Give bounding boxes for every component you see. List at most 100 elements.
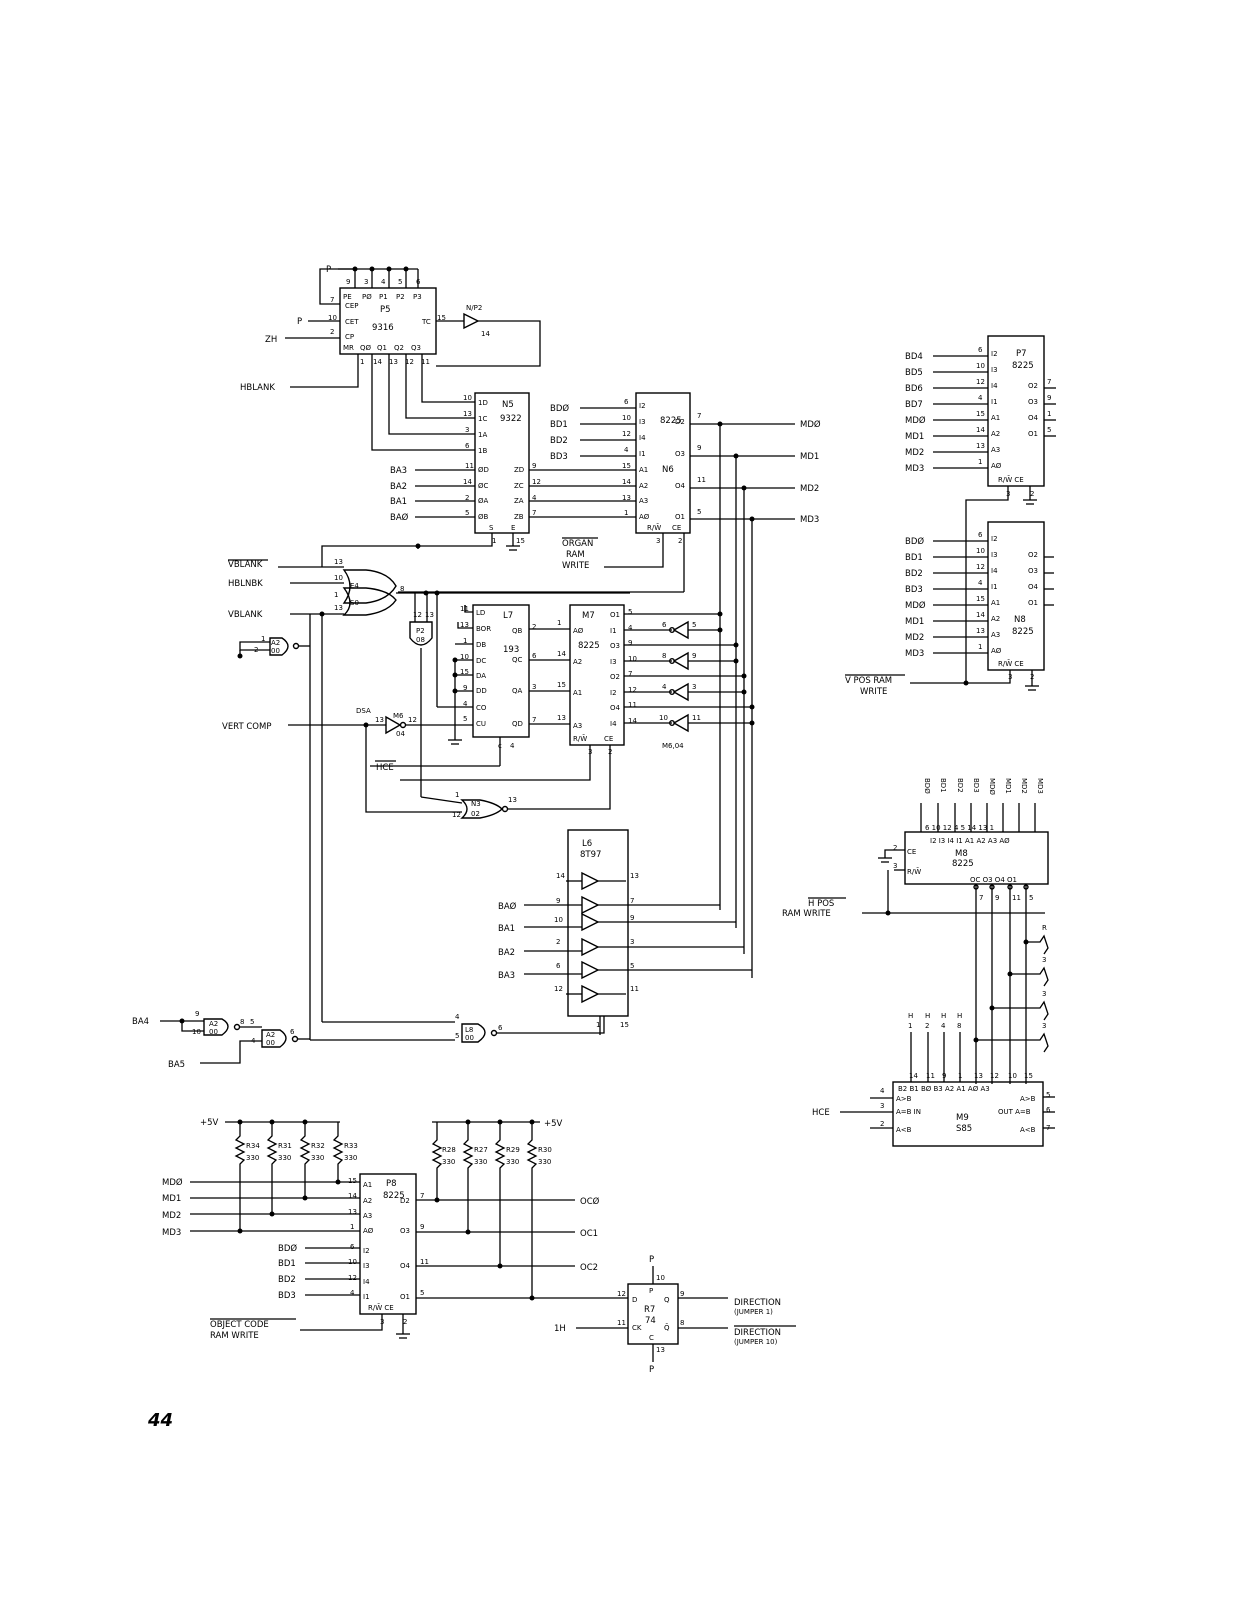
svg-text:D: D xyxy=(632,1296,637,1304)
svg-text:12: 12 xyxy=(405,358,414,366)
signal-p-cet: P xyxy=(297,317,302,327)
svg-text:3: 3 xyxy=(1042,1022,1046,1030)
chip-np2-ref: N/P2 xyxy=(466,304,482,312)
svg-text:1: 1 xyxy=(455,791,459,799)
m9-h-inputs: H H H H 1 2 4 8 xyxy=(908,1012,962,1030)
signal-p-r7-top: P xyxy=(649,1255,654,1265)
svg-text:10: 10 xyxy=(554,916,563,924)
svg-text:3: 3 xyxy=(630,938,634,946)
signal-p7-md3: MD3 xyxy=(905,464,924,474)
svg-text:PE: PE xyxy=(343,293,352,301)
svg-text:A>B: A>B xyxy=(1020,1095,1036,1103)
svg-text:DA: DA xyxy=(476,672,486,680)
svg-text:15: 15 xyxy=(976,410,985,418)
signal-bd3-n6: BD3 xyxy=(550,452,568,462)
svg-text:4: 4 xyxy=(662,683,667,691)
svg-text:OUT A=B: OUT A=B xyxy=(998,1108,1031,1116)
svg-text:13: 13 xyxy=(348,1208,357,1216)
m8-top-bd0: BDØ xyxy=(923,778,931,794)
svg-text:DC: DC xyxy=(476,657,486,665)
svg-text:9: 9 xyxy=(532,462,536,470)
signal-p8-md0: MDØ xyxy=(162,1177,183,1188)
m9-h8-a: H xyxy=(957,1012,962,1020)
svg-text:15: 15 xyxy=(976,595,985,603)
svg-text:I1: I1 xyxy=(991,583,998,591)
svg-text:7: 7 xyxy=(630,897,634,905)
svg-text:O3: O3 xyxy=(1028,398,1038,406)
svg-text:ZC: ZC xyxy=(514,482,524,490)
svg-text:QØ: QØ xyxy=(360,344,372,352)
svg-text:I1: I1 xyxy=(991,398,998,406)
signal-vblank-bar: VBLANK xyxy=(228,560,263,570)
svg-text:E: E xyxy=(511,524,515,532)
m9-h8-b: 8 xyxy=(957,1022,961,1030)
svg-text:12: 12 xyxy=(976,378,985,386)
svg-text:I2: I2 xyxy=(991,535,998,543)
signal-1h: 1H xyxy=(554,1324,566,1334)
svg-text:14: 14 xyxy=(909,1072,918,1080)
svg-text:6 10 12 4 5 14 13 1: 6 10 12 4 5 14 13 1 xyxy=(925,824,994,832)
signal-md2-out: MD2 xyxy=(800,484,819,494)
svg-text:6: 6 xyxy=(290,1028,295,1036)
svg-text:I2: I2 xyxy=(639,402,646,410)
svg-text:6: 6 xyxy=(1046,1106,1051,1114)
svg-text:13: 13 xyxy=(976,627,985,635)
svg-text:11: 11 xyxy=(1012,894,1021,902)
svg-text:3: 3 xyxy=(1042,956,1046,964)
svg-text:O2: O2 xyxy=(1028,382,1038,390)
svg-text:Q: Q xyxy=(664,1296,670,1304)
m9-h4-a: H xyxy=(941,1012,946,1020)
svg-text:Q1: Q1 xyxy=(377,344,387,352)
svg-text:1: 1 xyxy=(463,637,467,645)
svg-text:O2: O2 xyxy=(610,673,620,681)
svg-text:CE: CE xyxy=(604,735,613,743)
svg-text:3: 3 xyxy=(1042,990,1046,998)
svg-text:7: 7 xyxy=(532,716,536,724)
chip-m9-ref: M9 xyxy=(956,1113,969,1123)
chip-n3-ref: N3 xyxy=(471,800,481,808)
svg-text:A2: A2 xyxy=(363,1197,372,1205)
svg-text:9: 9 xyxy=(420,1223,424,1231)
svg-text:11: 11 xyxy=(697,476,706,484)
svg-text:1: 1 xyxy=(978,643,982,651)
svg-text:CE: CE xyxy=(672,524,681,532)
svg-text:A1: A1 xyxy=(573,689,582,697)
signal-oc2: OC2 xyxy=(580,1263,598,1273)
svg-text:1: 1 xyxy=(596,1021,600,1029)
svg-text:O4: O4 xyxy=(400,1262,411,1270)
svg-text:1: 1 xyxy=(978,458,982,466)
m8-top-labels: BDØ BD1 BD2 BD3 MDØ MD1 MD2 MD3 xyxy=(923,778,1044,795)
signal-n8-md1: MD1 xyxy=(905,617,924,627)
svg-text:A3: A3 xyxy=(639,497,648,505)
m8-top-bd1: BD1 xyxy=(939,778,947,793)
svg-text:14: 14 xyxy=(556,872,565,880)
svg-text:4: 4 xyxy=(628,624,633,632)
svg-text:5: 5 xyxy=(692,621,696,629)
svg-text:8: 8 xyxy=(680,1319,684,1327)
signal-p8-bd3: BD3 xyxy=(278,1291,296,1301)
svg-text:CK: CK xyxy=(632,1324,642,1332)
svg-text:10: 10 xyxy=(1008,1072,1017,1080)
svg-text:2: 2 xyxy=(880,1120,884,1128)
svg-text:CU: CU xyxy=(476,720,486,728)
chip-p8-ref: P8 xyxy=(386,1179,397,1189)
svg-text:10: 10 xyxy=(976,362,985,370)
chip-a2a-part: 00 xyxy=(271,647,280,655)
svg-text:I3: I3 xyxy=(363,1262,370,1270)
svg-text:3: 3 xyxy=(880,1102,884,1110)
res-r33-val: 330 xyxy=(344,1154,357,1162)
chip-n8-part: 8225 xyxy=(1012,627,1034,637)
svg-text:3: 3 xyxy=(656,537,660,545)
signal-ba4: BA4 xyxy=(132,1017,149,1027)
svg-text:I4: I4 xyxy=(610,720,617,728)
svg-text:A1: A1 xyxy=(991,599,1000,607)
res-r31: R31 xyxy=(278,1142,292,1150)
res-r33: R33 xyxy=(344,1142,358,1150)
direction-1-a: DIRECTION xyxy=(734,1298,781,1308)
svg-text:10: 10 xyxy=(628,655,637,663)
svg-text:2: 2 xyxy=(608,748,612,756)
svg-text:15: 15 xyxy=(557,681,566,689)
svg-text:4: 4 xyxy=(978,394,983,402)
svg-text:4: 4 xyxy=(532,494,537,502)
